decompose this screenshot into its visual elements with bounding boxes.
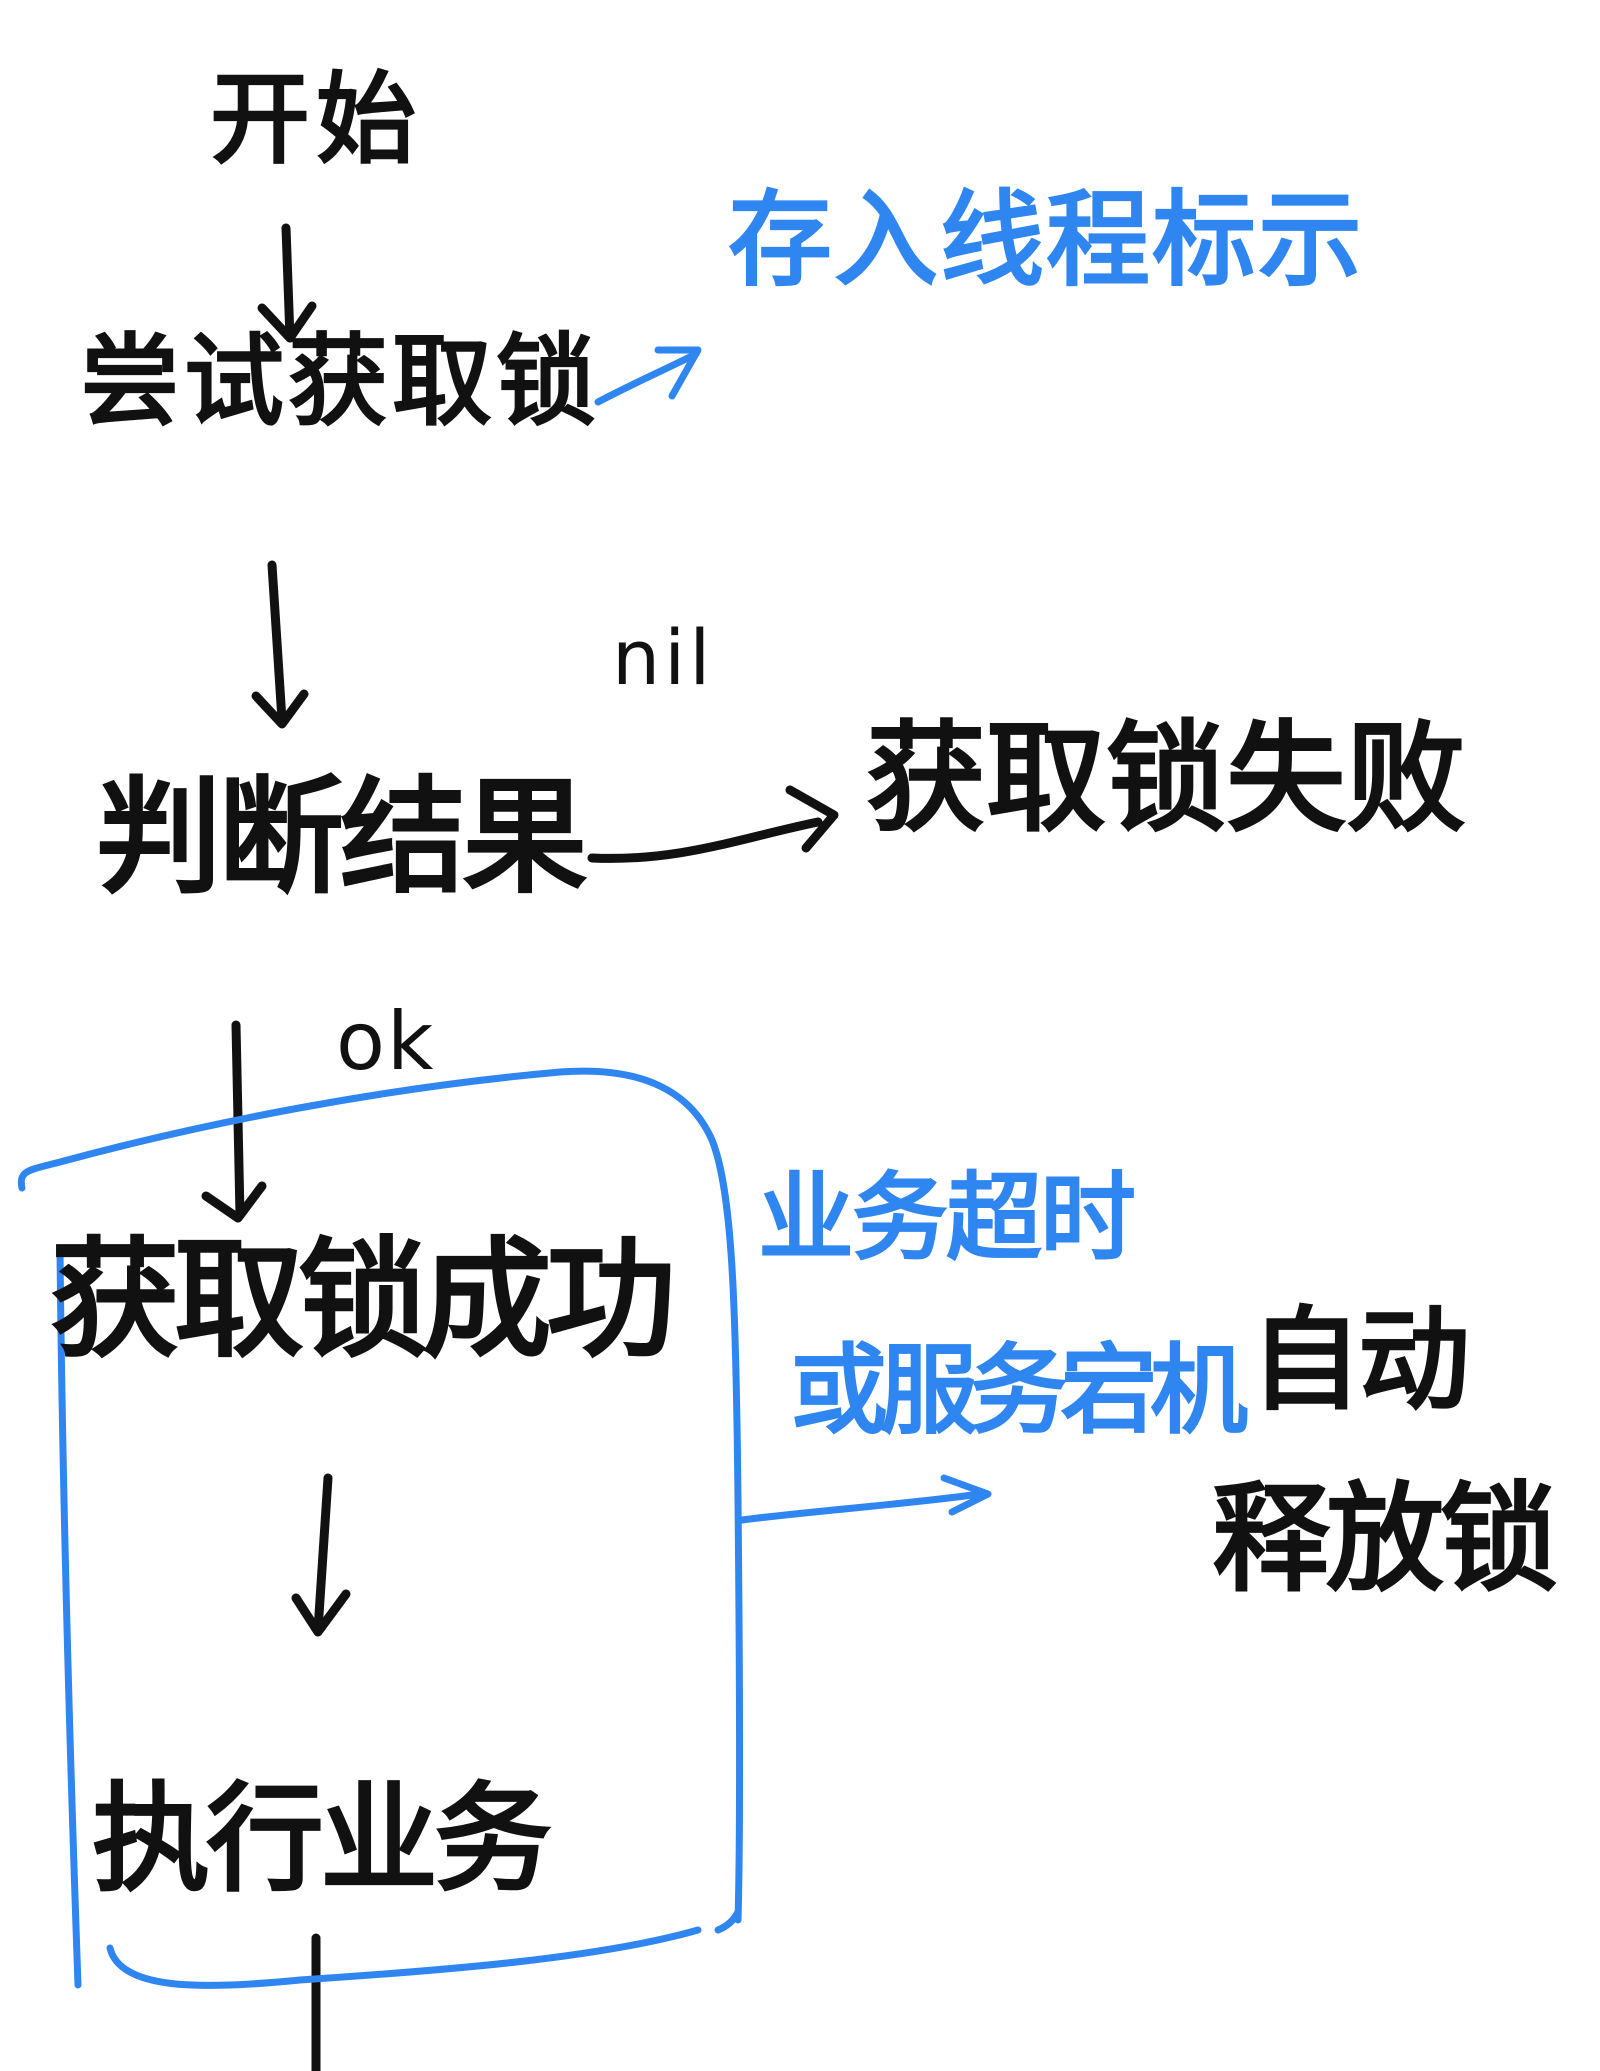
auto-release-line1: 自动	[1250, 1296, 1470, 1426]
acquire-success-node: 获取锁成功	[50, 1224, 676, 1376]
arrowhead-start-to-try	[257, 301, 317, 343]
timeout-region-box	[17, 1067, 743, 1989]
arrowhead-judge-to-success	[201, 1181, 267, 1223]
arrowhead-judge-to-failed	[785, 785, 839, 853]
auto-release-line2: 释放锁	[1212, 1470, 1558, 1608]
arrow-start-to-try	[281, 223, 295, 343]
try-acquire-lock-node: 尝试获取锁	[80, 323, 600, 440]
arrowhead-region-to-auto	[940, 1474, 992, 1516]
arrow-try-to-store	[594, 350, 700, 406]
arrow-region-to-auto	[738, 1490, 984, 1524]
arrowhead-try-to-judge	[251, 689, 309, 729]
execute-business-node: 执行业务	[92, 1770, 552, 1908]
arrow-try-to-judge	[267, 560, 287, 725]
arrow-success-to-execute	[313, 1473, 333, 1635]
arrowhead-success-to-execute	[291, 1589, 351, 1637]
acquire-failed-node: 获取锁失败	[866, 710, 1466, 849]
arrow-judge-to-failed	[587, 817, 823, 863]
edge-label-nil: nil	[612, 613, 715, 702]
arrowhead-try-to-store	[654, 346, 702, 400]
timeout-label-line1: 业务超时	[758, 1162, 1136, 1274]
edge-label-ok: ok	[336, 995, 436, 1088]
judge-result-node: 判断结果	[96, 764, 588, 911]
timeout-label-line2: 或服务宕机	[790, 1334, 1248, 1448]
store-thread-id-node: 存入线程标示	[728, 179, 1365, 301]
start-node: 开始	[210, 61, 422, 178]
